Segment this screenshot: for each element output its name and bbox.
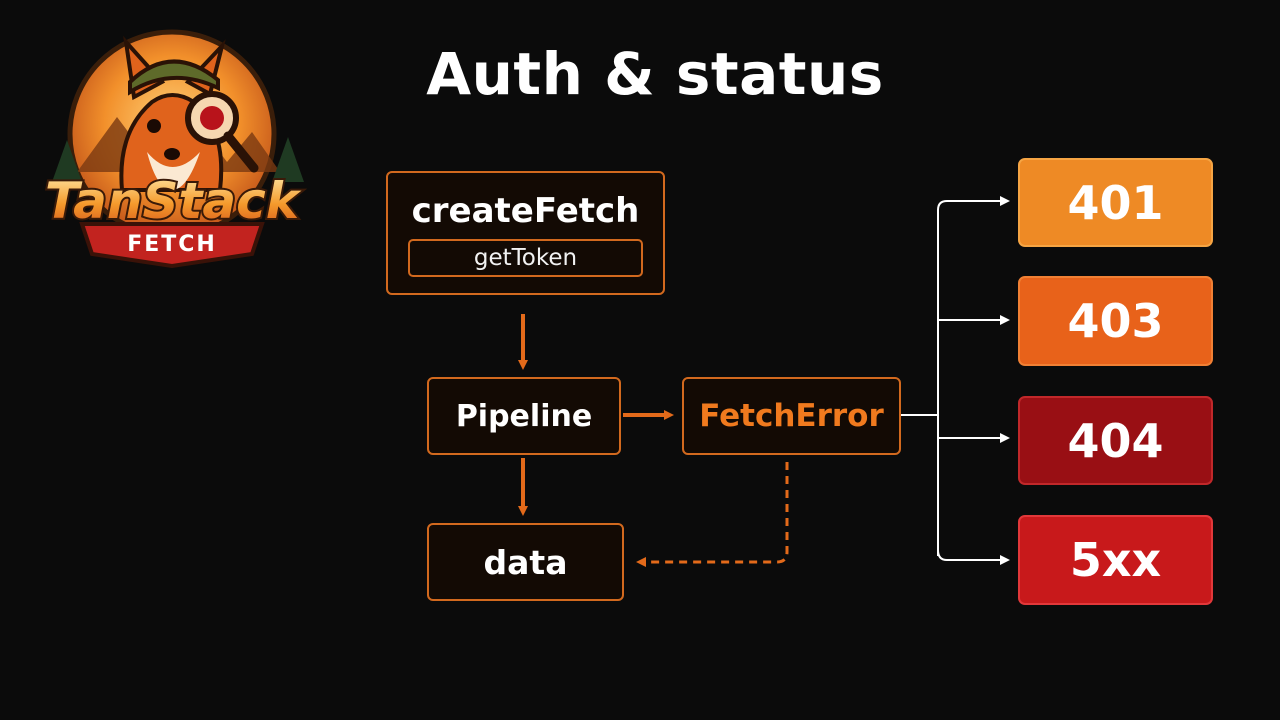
data-node: data	[427, 523, 624, 601]
status-branch-arrows	[901, 196, 1010, 565]
fetch-error-node: FetchError	[682, 377, 901, 455]
create-fetch-label: createFetch	[411, 191, 640, 231]
status-code-404: 404	[1018, 396, 1213, 485]
logo-wordmark: TanStack	[45, 172, 302, 230]
slide-title: Auth & status	[426, 40, 884, 108]
status-code-5xx: 5xx	[1018, 515, 1213, 605]
logo-subtitle: FETCH	[127, 232, 217, 257]
create-fetch-node: createFetch getToken	[386, 171, 665, 295]
get-token-node: getToken	[408, 239, 643, 277]
status-code-401: 401	[1018, 158, 1213, 247]
dashed-arrow-error-to-data	[636, 462, 789, 567]
fox-detective-mascot-icon	[119, 35, 259, 192]
tanstack-fetch-logo: TanStack FETCH	[43, 29, 304, 269]
status-code-403: 403	[1018, 276, 1213, 366]
pipeline-node: Pipeline	[427, 377, 621, 455]
